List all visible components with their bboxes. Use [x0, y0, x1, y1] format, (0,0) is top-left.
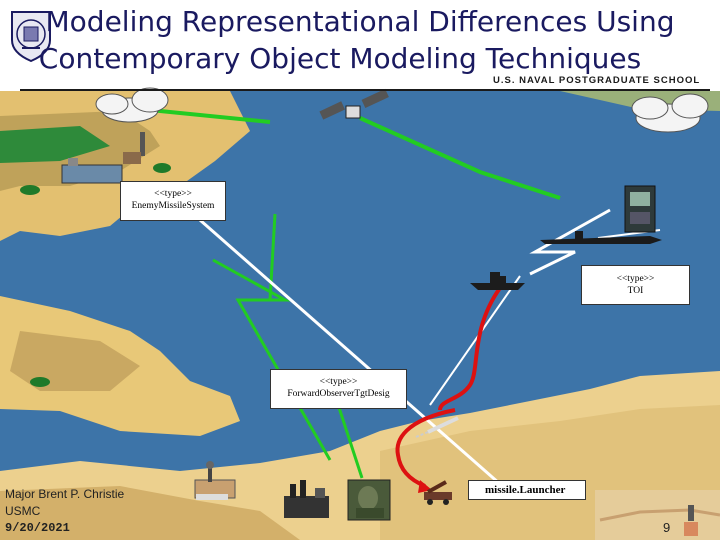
decor-block: [684, 522, 698, 536]
soldier-photo-icon: [348, 480, 390, 520]
satellite-icon: [319, 89, 388, 120]
node-name: EnemyMissileSystem: [121, 200, 225, 212]
title-rule: [20, 89, 710, 91]
decor-post: [688, 505, 694, 521]
slide-footer: Major Brent P. Christie USMC 9/20/2021: [5, 486, 124, 537]
node-name: TOI: [582, 285, 689, 297]
node-missile-launcher: missile.Launcher: [468, 480, 586, 500]
submarine-tower: [575, 231, 583, 239]
launcher-truck-icon: [424, 482, 452, 505]
page-number: 9: [663, 520, 670, 535]
cloud-icon: [632, 94, 708, 132]
node-toi: <<type>> TOI: [581, 265, 690, 305]
industrial-plant-icon: [284, 480, 329, 518]
author-name: Major Brent P. Christie: [5, 486, 124, 503]
decor-strip: [595, 490, 720, 540]
command-center-icon: [625, 186, 655, 232]
slide-title-line1: Modeling Representational Differences Us…: [0, 7, 720, 37]
school-name: U.S. NAVAL POSTGRADUATE SCHOOL: [493, 75, 700, 86]
node-stereotype: <<type>>: [121, 188, 225, 200]
node-name: ForwardObserverTgtDesig: [271, 388, 406, 400]
node-forward-observer: <<type>> ForwardObserverTgtDesig: [270, 369, 407, 409]
factory-icon: [62, 132, 145, 183]
slide-date: 9/20/2021: [5, 520, 124, 537]
link-green-2: [360, 118, 560, 198]
node-stereotype: <<type>>: [271, 376, 406, 388]
link-white-3: [430, 276, 520, 405]
slide-title-line2: Contemporary Object Modeling Techniques: [10, 44, 670, 74]
radar-tower-icon: [195, 461, 235, 500]
node-stereotype: <<type>>: [582, 273, 689, 285]
author-org: USMC: [5, 503, 124, 520]
cloud-icon: [96, 88, 168, 122]
node-enemy-missile-system: <<type>> EnemyMissileSystem: [120, 181, 226, 221]
